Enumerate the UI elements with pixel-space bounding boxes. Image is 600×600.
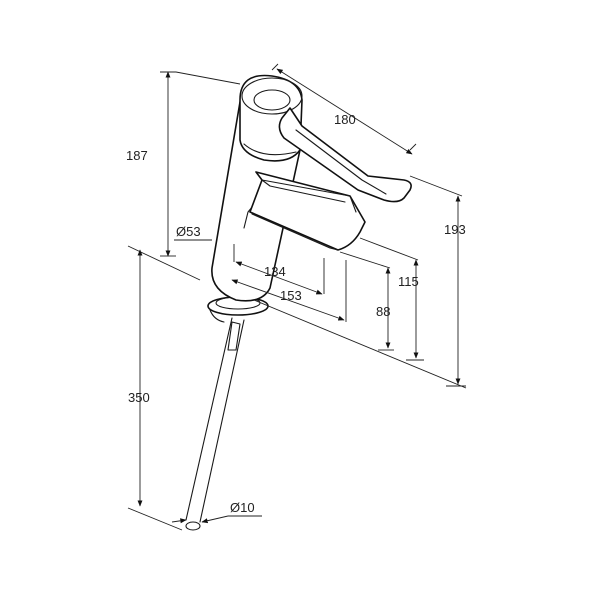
deck-reference-line [127, 245, 467, 389]
spout [249, 171, 366, 251]
dim-187-label: 187 [126, 148, 148, 163]
dim-193: 193 [409, 175, 466, 387]
dim-134-label: 134 [264, 264, 286, 279]
dim-88-label: 88 [376, 304, 390, 319]
dim-180-label: 180 [334, 112, 356, 127]
dim-180: 180 [271, 63, 417, 155]
dim-diameter-53: Ø53 [174, 224, 212, 241]
dim-115: 115 [359, 237, 424, 361]
dim-diameter-10: Ø10 [171, 500, 262, 524]
dim-153-label: 153 [280, 288, 302, 303]
supply-hose [185, 317, 245, 531]
dim-193-label: 193 [444, 222, 466, 237]
dim-88: 88 [339, 251, 394, 351]
dim-115-label: 115 [398, 274, 419, 289]
dim-diameter-10-label: Ø10 [230, 500, 255, 515]
dim-350-label: 350 [128, 390, 150, 405]
dim-187: 187 [126, 71, 241, 257]
dim-153: 153 [231, 260, 347, 322]
dim-350: 350 [127, 249, 183, 531]
dim-diameter-53-label: Ø53 [176, 224, 201, 239]
